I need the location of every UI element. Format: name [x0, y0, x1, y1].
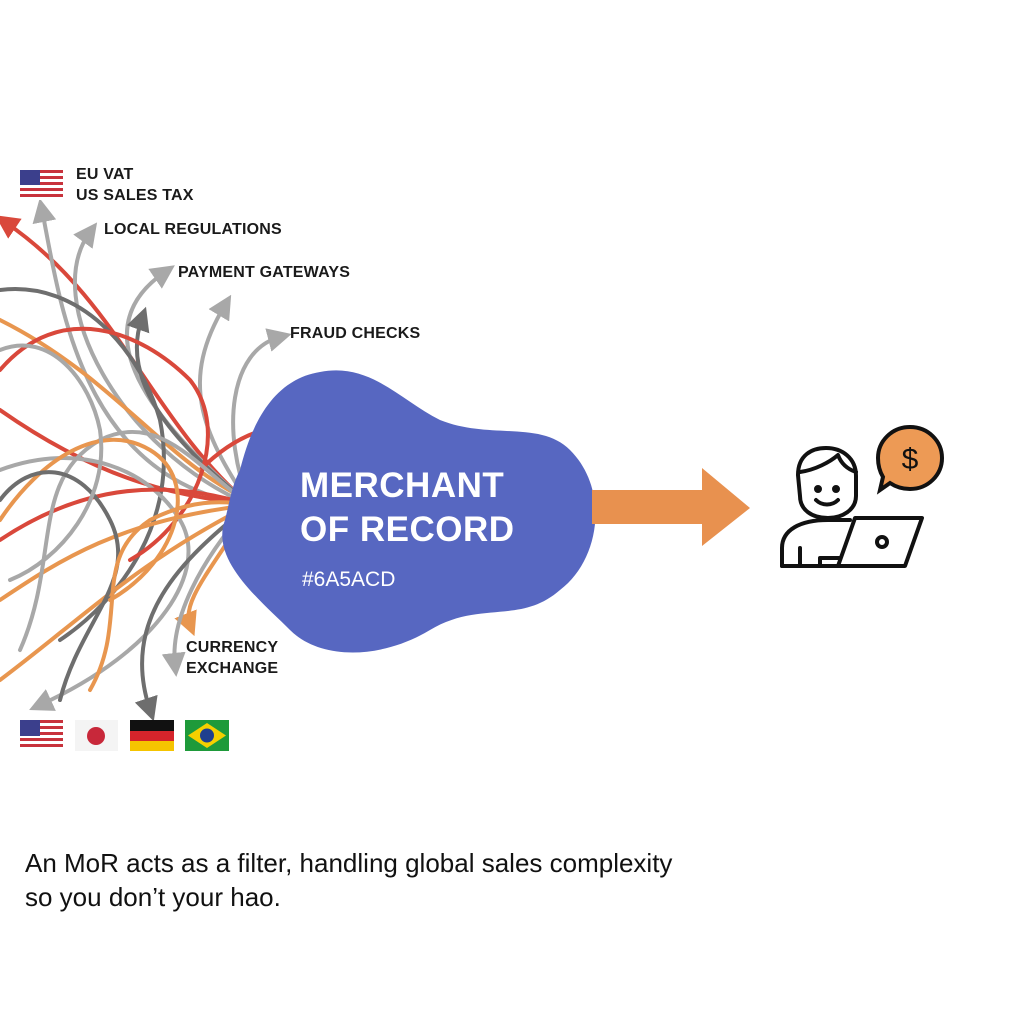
dollar-speech-bubble-icon: $ — [875, 424, 945, 495]
merchant-of-record-blob — [222, 370, 596, 653]
us-flag-icon-top — [20, 170, 63, 200]
exchange-label: EXCHANGE — [186, 660, 279, 677]
title-line-1: MERCHANT — [300, 466, 505, 505]
payment-gateways-label: PAYMENT GATEWAYS — [178, 264, 351, 281]
germany-flag-icon — [130, 720, 174, 751]
tax-label: EU VAT US SALES TAX — [76, 164, 194, 206]
caption-line-2: so you don’t your hao. — [25, 882, 281, 912]
caption: An MoR acts as a filter, handling global… — [25, 846, 672, 914]
svg-text:$: $ — [902, 443, 919, 476]
person-laptop-icon — [780, 446, 924, 568]
currency-exchange-label: CURRENCY EXCHANGE — [186, 637, 278, 679]
us-flag-icon — [20, 720, 63, 751]
local-regulations-label: LOCAL REGULATIONS — [104, 221, 282, 238]
merchant-hex-code: #6A5ACD — [302, 568, 396, 591]
brazil-flag-icon — [185, 720, 229, 751]
tangled-lines — [0, 198, 366, 722]
merchant-of-record-title: MERCHANT OF RECORD — [300, 464, 515, 552]
eu-vat-label: EU VAT — [76, 166, 134, 183]
us-sales-tax-label: US SALES TAX — [76, 187, 194, 204]
caption-line-1: An MoR acts as a filter, handling global… — [25, 848, 673, 878]
fraud-checks-label: FRAUD CHECKS — [290, 325, 421, 342]
currency-label: CURRENCY — [186, 639, 279, 656]
japan-flag-icon — [75, 720, 118, 751]
output-arrow — [592, 468, 750, 546]
title-line-2: OF RECORD — [300, 510, 515, 549]
